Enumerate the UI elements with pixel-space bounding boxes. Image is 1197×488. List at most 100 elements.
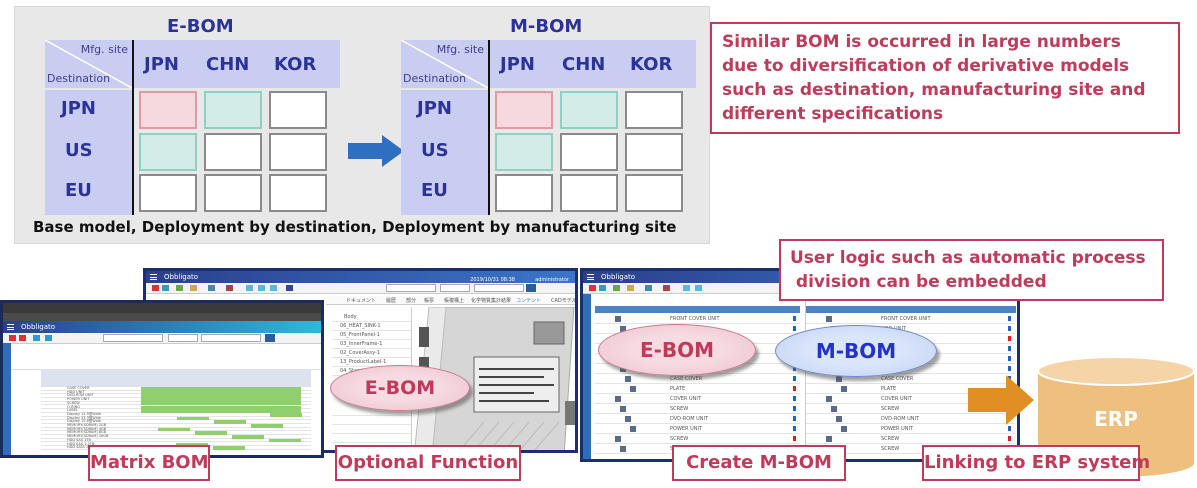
field-select[interactable] xyxy=(386,284,436,292)
row-part-name: COVER UNIT xyxy=(881,396,912,402)
tool-icon[interactable] xyxy=(226,285,233,291)
tool-icon[interactable] xyxy=(33,335,40,341)
field-select[interactable] xyxy=(103,334,163,342)
tree-item[interactable]: 06_HEAT_SINK-1 xyxy=(332,322,411,331)
ebom-col-jpn: JPN xyxy=(144,54,179,75)
optional-ebom-ellipse: E-BOM xyxy=(330,365,470,411)
table-row[interactable]: POWER UNIT xyxy=(806,424,1015,434)
lock-icon xyxy=(793,416,796,421)
tool-icon[interactable] xyxy=(270,285,277,291)
row-part-name: CASE COVER xyxy=(67,386,90,390)
tree-item[interactable]: 02_CoverAssy-1 xyxy=(332,349,411,358)
tool-icon[interactable] xyxy=(645,285,652,291)
search-icon[interactable] xyxy=(265,334,275,342)
tab-parts[interactable]: 部分 xyxy=(406,298,417,304)
table-row[interactable]: DVD-ROM UNIT xyxy=(595,414,800,424)
similar-bom-note: Similar BOM is occurred in large numbers… xyxy=(710,22,1180,134)
row-part-name: MEMORY(SDRAM) 16GB xyxy=(67,434,109,439)
table-row[interactable]: DVD-ROM UNIT xyxy=(41,393,311,399)
table-row[interactable]: Display 15.6型Wide xyxy=(41,419,311,424)
matrix-cell-fill xyxy=(141,401,301,406)
table-row[interactable]: COVER UNIT xyxy=(595,394,800,404)
tree-item[interactable]: 05_FrontPanel-1 xyxy=(332,331,411,340)
table-row[interactable]: POWER UNIT xyxy=(41,397,311,402)
table-row[interactable]: MEMORY(SDRAM) 16GB xyxy=(41,434,311,439)
table-row[interactable]: Display 13.3型Wide xyxy=(41,416,311,421)
matrix-cell-fill xyxy=(195,431,227,436)
matrix-cell-fill xyxy=(213,446,245,450)
part-icon xyxy=(826,316,832,322)
tab-chemical[interactable]: 化学物質集計結果 xyxy=(471,298,512,304)
tool-icon[interactable] xyxy=(246,285,253,291)
table-row[interactable]: SCREW xyxy=(595,404,800,414)
tool-icon[interactable] xyxy=(9,335,16,341)
search-icon[interactable] xyxy=(526,284,536,292)
table-row[interactable]: MEMORY(SDRAM) 4GB xyxy=(41,427,311,432)
table-row[interactable]: MEMORY(SDRAM) 8GB xyxy=(41,430,311,436)
table-row[interactable]: FRONT COVER UNIT xyxy=(806,314,1015,324)
tool-icon[interactable] xyxy=(627,285,634,291)
tree-item[interactable] xyxy=(332,407,411,416)
tree-item[interactable]: Body xyxy=(332,313,411,322)
table-row[interactable]: LABEL xyxy=(41,408,311,413)
ebom-cell xyxy=(269,91,327,129)
tool-icon[interactable] xyxy=(258,285,265,291)
table-row[interactable]: FRONT COVER UNIT xyxy=(595,314,800,324)
ebom-cell xyxy=(204,133,262,171)
mbom-row-headers: JPN US EU xyxy=(401,90,488,215)
tool-icon[interactable] xyxy=(208,285,215,291)
table-row[interactable]: SCREW xyxy=(41,401,311,406)
tab-history[interactable]: 履歴 xyxy=(386,298,397,304)
table-row[interactable]: SCREW xyxy=(595,434,800,444)
table-row[interactable]: O-RING xyxy=(41,405,311,410)
lock-icon xyxy=(793,386,796,391)
row-part-name: SCREW xyxy=(881,446,900,452)
tree-item[interactable] xyxy=(332,425,411,434)
tool-icon[interactable] xyxy=(152,285,159,291)
search-input[interactable] xyxy=(201,334,261,342)
row-part-name: POWER UNIT xyxy=(670,426,703,432)
table-row[interactable]: PLATE xyxy=(595,384,800,394)
condition-select[interactable] xyxy=(440,284,470,292)
tool-icon[interactable] xyxy=(613,285,620,291)
table-row[interactable]: HDD UNIT xyxy=(41,390,311,395)
tab-cad-model[interactable]: CADモデル xyxy=(551,298,577,304)
tool-icon[interactable] xyxy=(286,285,293,291)
matrix-cell-fill xyxy=(141,390,301,395)
tree-item[interactable] xyxy=(332,434,411,443)
tool-icon[interactable] xyxy=(176,285,183,291)
ebom-cell xyxy=(269,174,327,212)
ebom-corner-site: Mfg. site xyxy=(80,43,128,56)
panel-toggle-button[interactable] xyxy=(565,401,575,425)
table-row[interactable]: MEMORY(SDRAM) 2GB xyxy=(41,423,311,428)
row-part-name: HDD SAS 1TB xyxy=(67,437,91,442)
table-row[interactable]: HDD SAS 1TB xyxy=(41,437,311,443)
table-row[interactable]: SCREW xyxy=(806,434,1015,444)
tab-content[interactable]: コンテント xyxy=(516,298,542,304)
matrix-cell-fill xyxy=(141,409,301,413)
tree-item[interactable]: 03_InnerFrame-1 xyxy=(332,340,411,349)
tree-item[interactable] xyxy=(332,416,411,425)
row-part-name: CASE COVER xyxy=(881,376,914,382)
mbom-row-jpn: JPN xyxy=(417,98,452,119)
table-row[interactable]: CASE COVER xyxy=(41,386,311,391)
tab-structure[interactable]: 帳複構上 xyxy=(444,298,465,304)
tool-icon[interactable] xyxy=(599,285,606,291)
tab-document[interactable]: ドキュメント xyxy=(346,298,377,304)
condition-select[interactable] xyxy=(168,334,198,342)
tool-icon[interactable] xyxy=(663,285,670,291)
tool-icon[interactable] xyxy=(45,335,52,341)
table-row[interactable]: CASE COVER xyxy=(595,374,800,384)
lock-icon xyxy=(1008,336,1011,341)
tool-icon[interactable] xyxy=(190,285,197,291)
table-row[interactable]: Display 12.5型Wide xyxy=(41,412,311,417)
tool-icon[interactable] xyxy=(683,285,690,291)
tool-icon[interactable] xyxy=(695,285,702,291)
tool-icon[interactable] xyxy=(162,285,169,291)
erp-label: ERP xyxy=(1094,407,1138,431)
tool-icon[interactable] xyxy=(19,335,26,341)
tool-icon[interactable] xyxy=(589,285,596,291)
tab-report[interactable]: 帳票 xyxy=(424,298,435,304)
table-row[interactable]: POWER UNIT xyxy=(595,424,800,434)
search-input[interactable] xyxy=(474,284,524,292)
